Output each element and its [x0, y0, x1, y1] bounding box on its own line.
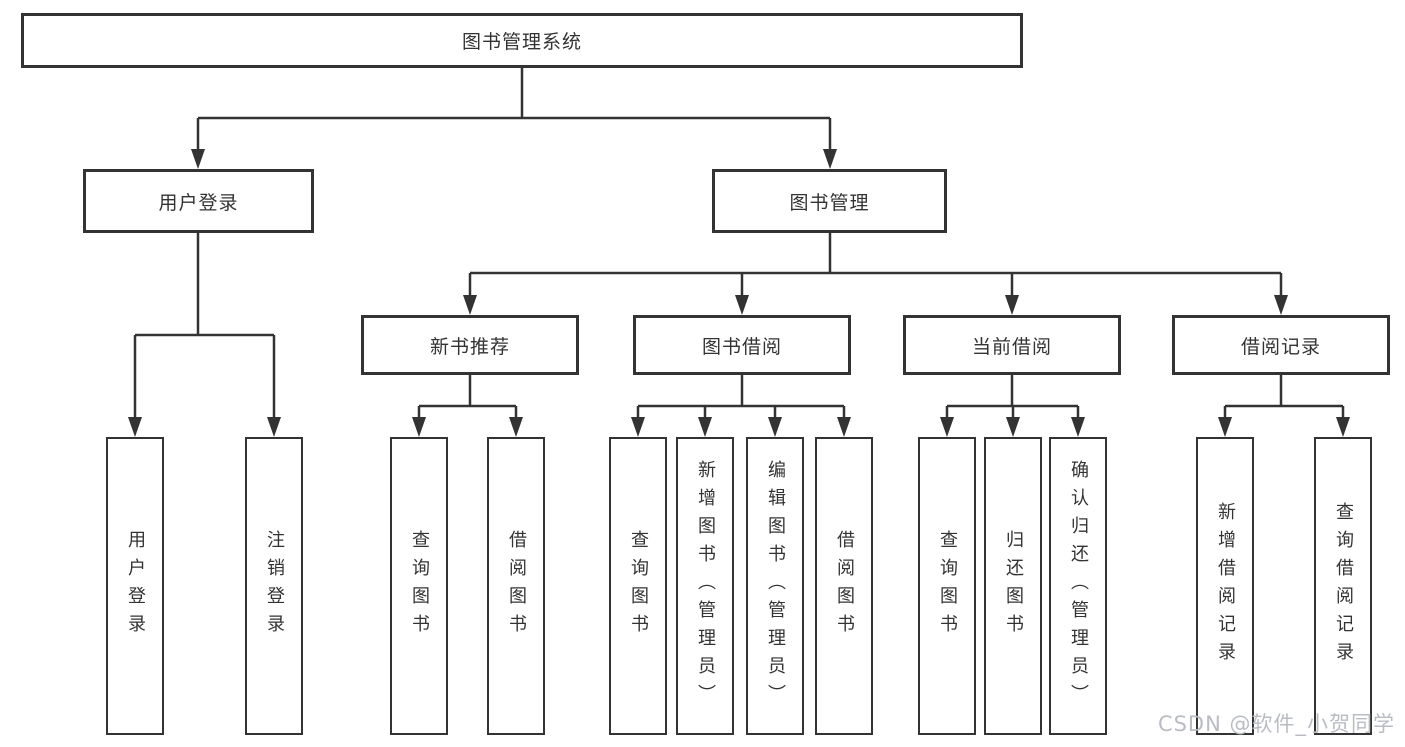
leaf-return-books-label: 归还图书 [1003, 530, 1024, 642]
tree-edges [133, 68, 1345, 422]
leaf-confirm-return-admin: 确认归还（管理员） [1049, 437, 1107, 735]
leaf-borrow-books-label: 借阅图书 [834, 530, 855, 642]
node-user-login-label: 用户登录 [158, 191, 239, 214]
leaf-edit-books-admin: 编辑图书（管理员） [746, 437, 804, 735]
leaf-query-books-current-label: 查询图书 [937, 530, 958, 642]
leaf-logout-label: 注销登录 [264, 530, 285, 642]
node-book-management-module: 图书管理 [712, 169, 947, 233]
leaf-edit-books-admin-label: 编辑图书（管理员） [765, 460, 786, 712]
node-book-borrowing: 图书借阅 [633, 315, 851, 375]
leaf-confirm-return-admin-label: 确认归还（管理员） [1068, 460, 1089, 712]
node-current-borrowing: 当前借阅 [903, 315, 1121, 375]
node-borrowing-records-label: 借阅记录 [1240, 335, 1321, 358]
leaf-logout: 注销登录 [245, 437, 303, 735]
node-root-label: 图书管理系统 [461, 31, 582, 53]
node-current-borrowing-label: 当前借阅 [971, 335, 1052, 358]
leaf-add-borrow-record: 新增借阅记录 [1196, 437, 1254, 735]
leaf-query-books-recommend-label: 查询图书 [409, 530, 430, 642]
leaf-user-login: 用户登录 [106, 437, 164, 735]
node-new-book-recommend: 新书推荐 [361, 315, 579, 375]
leaf-query-books-borrow-label: 查询图书 [628, 530, 649, 642]
node-borrowing-records: 借阅记录 [1172, 315, 1390, 375]
leaf-add-books-admin-label: 新增图书（管理员） [695, 460, 716, 712]
leaf-add-borrow-record-label: 新增借阅记录 [1215, 502, 1236, 670]
leaf-return-books: 归还图书 [984, 437, 1042, 735]
leaf-query-books-current: 查询图书 [918, 437, 976, 735]
leaf-query-books-borrow: 查询图书 [609, 437, 667, 735]
leaf-query-borrow-record: 查询借阅记录 [1314, 437, 1372, 735]
node-book-management-label: 图书管理 [789, 191, 870, 214]
node-new-book-recommend-label: 新书推荐 [429, 335, 510, 358]
leaf-add-books-admin: 新增图书（管理员） [676, 437, 734, 735]
node-user-login-module: 用户登录 [83, 169, 314, 233]
node-book-borrowing-label: 图书借阅 [701, 335, 782, 358]
leaf-borrow-books-recommend: 借阅图书 [487, 437, 545, 735]
leaf-query-borrow-record-label: 查询借阅记录 [1333, 502, 1354, 670]
leaf-borrow-books: 借阅图书 [815, 437, 873, 735]
node-root-system: 图书管理系统 [21, 13, 1023, 68]
leaf-user-login-label: 用户登录 [125, 530, 146, 642]
leaf-borrow-books-recommend-label: 借阅图书 [506, 530, 527, 642]
leaf-query-books-recommend: 查询图书 [390, 437, 448, 735]
